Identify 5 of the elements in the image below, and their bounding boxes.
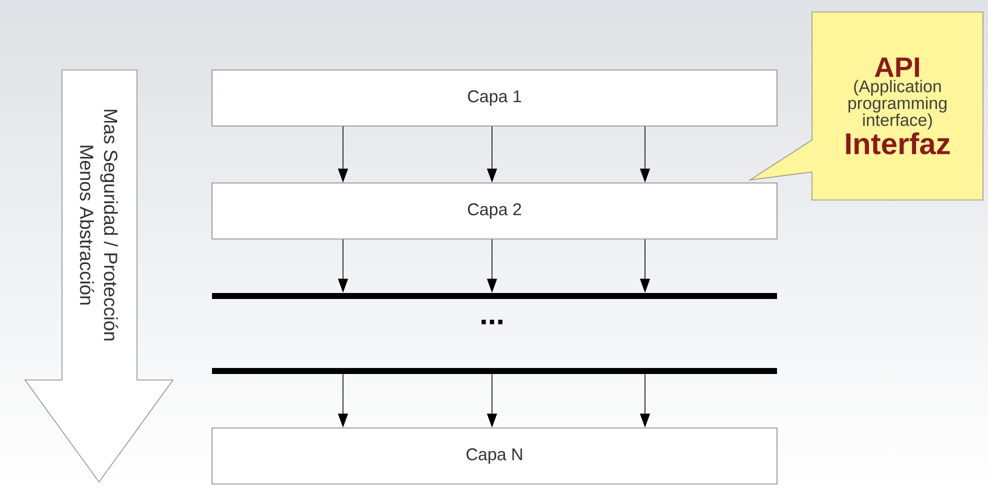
callout-bubble: API (Application programming interface) Interfaz xyxy=(748,12,984,200)
layer-box: Capa 2 xyxy=(212,182,778,240)
layer-box: Capa N xyxy=(212,428,778,484)
layer-box: Capa 1 xyxy=(212,70,778,126)
ellipsis: ... xyxy=(482,320,502,324)
